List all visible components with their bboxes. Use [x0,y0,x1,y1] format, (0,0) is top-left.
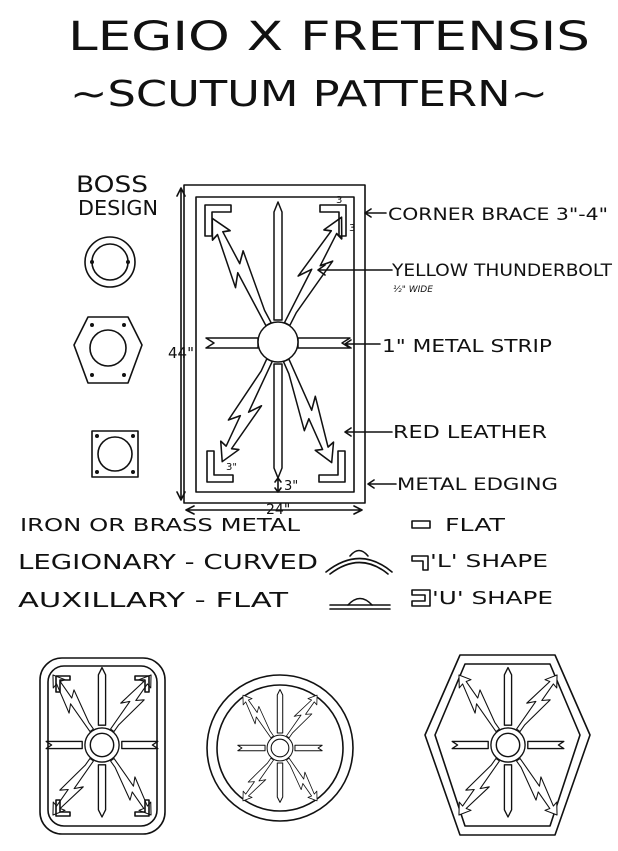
boss-design-label-1: BOSS [76,173,148,198]
corner-braces [204,204,347,483]
material-note: IRON OR BRASS METAL [20,515,300,536]
curved-profile-icon [325,549,393,575]
thunderbolt-label: YELLOW THUNDERBOLT [391,261,613,281]
width-dimension: 24" [266,502,290,518]
u-shape-label: 'U' SHAPE [432,588,553,609]
flat-profile-icon [329,597,391,610]
red-leather-label: RED LEATHER [393,422,547,443]
legionary-note: LEGIONARY - CURVED [18,550,318,574]
hexagonal-shield [424,654,591,836]
bottom-gap-dimension: 3" [284,479,298,494]
flat-edging-icon [411,520,431,529]
boss [257,321,299,363]
metal-edging-label: METAL EDGING [397,475,558,495]
metal-strip-label: 1" METAL STRIP [382,336,552,357]
boss-round [84,236,136,288]
height-dimension: 44" [168,344,194,362]
auxillary-note: AUXILLARY - FLAT [18,588,289,612]
main-scutum: 44" 24" 3" 3 3 3" [168,184,366,518]
flat-edging-label: FLAT [445,515,506,536]
rectangular-rounded-shield [39,657,166,835]
subtitle: ~SCUTUM PATTERN~ [70,74,548,115]
u-shape-icon [411,589,431,607]
boss-hexagonal [73,316,143,384]
callouts: CORNER BRACE 3"-4" YELLOW THUNDERBOLT ½"… [317,205,613,495]
corner-small-dimension: 3" [226,462,237,473]
boss-square [91,430,139,478]
thunderbolt-width-note: ½" WIDE [393,285,433,295]
corner-brace-label: CORNER BRACE 3"-4" [388,205,608,225]
corner-side-dimension: 3 [349,223,355,234]
corner-top-dimension: 3 [336,195,342,206]
l-shape-icon [411,555,429,571]
title: LEGIO X FRETENSIS [68,14,590,60]
round-shield [206,674,354,822]
l-shape-label: 'L' SHAPE [430,551,548,572]
boss-design-label-2: DESIGN [78,196,158,220]
